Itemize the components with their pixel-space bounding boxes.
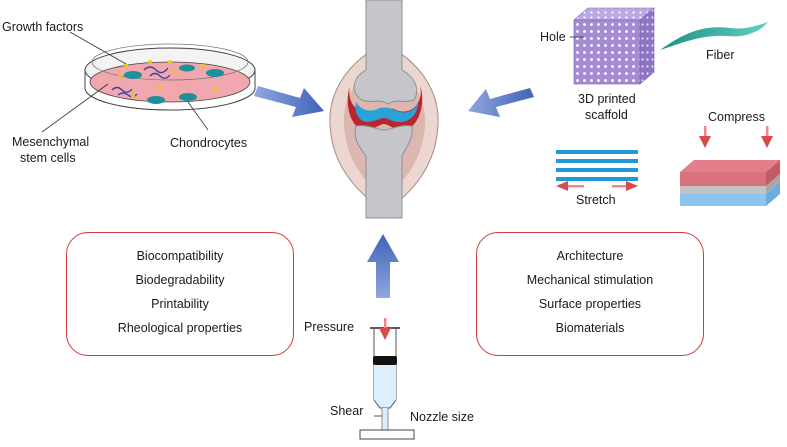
box-item-rheological-properties: Rheological properties bbox=[117, 321, 243, 335]
growth-factors-label: Growth factors bbox=[2, 20, 84, 34]
scaffold-cube-icon bbox=[573, 7, 655, 85]
stretch-label: Stretch bbox=[576, 193, 616, 207]
mesenchymal-label-line2: stem cells bbox=[20, 151, 76, 165]
pressure-label: Pressure bbox=[304, 320, 355, 334]
growth-factor-dots bbox=[118, 60, 218, 98]
pressure-arrow-icon bbox=[379, 318, 391, 340]
box-item-biodegradability: Biodegradability bbox=[135, 273, 225, 287]
bioink-properties-box: Biocompatibility Biodegradability Printa… bbox=[66, 232, 294, 356]
chondrocyte-cells bbox=[124, 64, 224, 104]
stretch-arrows-icon bbox=[556, 181, 638, 191]
box-item-surface-properties: Surface properties bbox=[538, 297, 642, 311]
box-item-biocompatibility: Biocompatibility bbox=[136, 249, 224, 263]
compress-arrows-icon bbox=[699, 126, 773, 148]
box-item-biomaterials: Biomaterials bbox=[555, 321, 625, 335]
hole-label: Hole bbox=[540, 30, 566, 44]
box-item-printability: Printability bbox=[151, 297, 209, 311]
leader-lines-left bbox=[41, 31, 209, 133]
mesenchymal-label-line1: Mesenchymal bbox=[12, 135, 90, 149]
fiber-icon bbox=[660, 22, 768, 50]
petri-dish-icon bbox=[84, 43, 256, 111]
box-item-architecture: Architecture bbox=[556, 249, 624, 263]
arrow-left-icon bbox=[468, 88, 534, 117]
knee-joint-icon bbox=[329, 0, 439, 219]
syringe-icon bbox=[359, 327, 415, 440]
stretch-layers-icon bbox=[556, 150, 638, 181]
scaffold-label-line1: 3D printed bbox=[578, 92, 636, 106]
arrow-right-icon bbox=[254, 86, 324, 117]
box-item-mechanical-stimulation: Mechanical stimulation bbox=[526, 273, 654, 287]
compress-label: Compress bbox=[708, 110, 765, 124]
chondrocytes-label: Chondrocytes bbox=[170, 136, 248, 150]
nozzle-size-label: Nozzle size bbox=[410, 410, 474, 424]
compress-block-icon bbox=[680, 160, 780, 206]
scaffold-label-line2: scaffold bbox=[585, 108, 628, 122]
shear-label: Shear bbox=[330, 404, 364, 418]
arrow-up-icon bbox=[367, 234, 399, 298]
fiber-label: Fiber bbox=[706, 48, 735, 62]
scaffold-properties-box: Architecture Mechanical stimulation Surf… bbox=[476, 232, 704, 356]
